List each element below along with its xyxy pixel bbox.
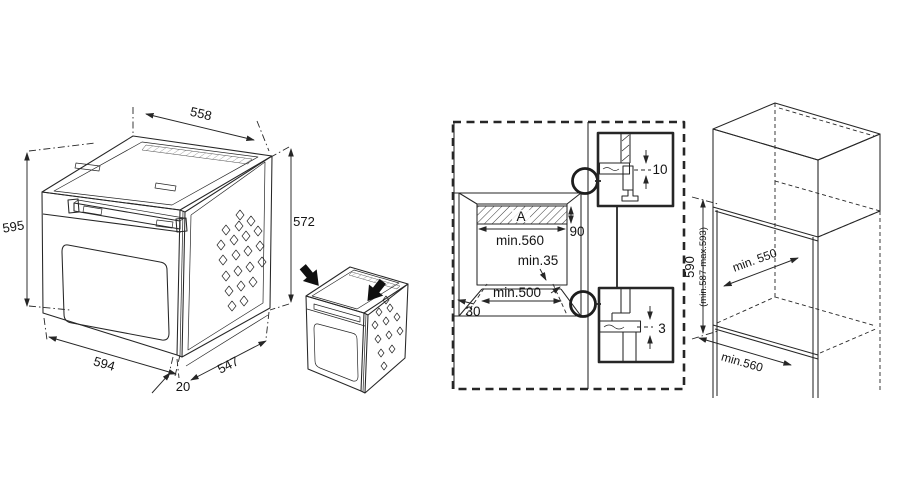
callout-top-gap-detail: 10 — [571, 131, 675, 208]
dim-label-front-height: 595 — [1, 217, 25, 235]
dim-label-opening-width: min.560 — [496, 233, 544, 248]
vent-area-label: A — [516, 209, 525, 224]
dim-label-niche-height: 590 — [682, 256, 697, 278]
small-oven-body — [305, 266, 409, 394]
dim-label-top-width: 558 — [189, 104, 214, 123]
dimension-bottom-width: 594 — [43, 317, 180, 379]
cutout-niche: A — [458, 192, 582, 317]
oven-isometric-drawing: 558 595 572 594 547 — [1, 104, 314, 394]
dimension-vent-depth: 90 — [568, 206, 585, 239]
oven-airflow-drawing — [299, 264, 409, 394]
dim-label-rear-clearance: min.35 — [518, 253, 559, 268]
dim-label-body-height: 572 — [293, 214, 315, 229]
dimension-front-height: 595 — [1, 142, 96, 311]
dim-label-bottom-gap: 3 — [658, 321, 666, 336]
cabinet-niche-drawing: 590 (min.587-max.593) min. 550 min.560 — [682, 102, 881, 398]
dimension-niche-depth: min. 550 — [723, 246, 799, 287]
callout-bottom-gap-detail: 3 — [569, 286, 675, 364]
top-vent-grille — [141, 144, 253, 165]
dim-label-top-gap: 10 — [652, 162, 667, 177]
dimension-opening-width: min.560 — [478, 226, 566, 248]
oven-handle — [67, 198, 188, 233]
oven-door-window — [61, 244, 170, 341]
dim-label-door-overhang: 20 — [176, 379, 190, 394]
dimension-corner-chamfer: 30 — [457, 299, 481, 319]
dimension-door-overhang: 20 — [151, 354, 190, 394]
dimension-body-height: 572 — [269, 146, 315, 311]
dim-label-niche-width: min.560 — [720, 350, 765, 375]
oven-body — [41, 135, 273, 367]
small-oven-door-window — [313, 323, 359, 382]
dim-label-bottom-width: 594 — [92, 353, 117, 373]
airflow-arrow-icon — [299, 264, 319, 286]
dimension-niche-height: 590 (min.587-max.593) — [682, 196, 719, 340]
dimension-top-width: 558 — [132, 104, 270, 152]
small-oven-top-grille — [348, 271, 401, 290]
dim-label-vent-depth: 90 — [569, 224, 584, 239]
airflow-arrow-icon — [367, 278, 387, 302]
callout-circle — [569, 290, 597, 318]
dimension-rear-clearance: min.35 — [518, 253, 561, 294]
cutout-dashed-border — [451, 120, 686, 391]
dim-label-corner-chamfer: 30 — [465, 304, 480, 319]
cabinet-structure — [712, 102, 881, 398]
dim-label-base-width: min.500 — [493, 285, 541, 300]
dimension-base-width: min.500 — [481, 285, 562, 304]
dim-label-niche-height-range: (min.587-max.593) — [698, 227, 709, 307]
dim-label-niche-depth: min. 550 — [731, 246, 779, 275]
callout-circle — [571, 167, 599, 195]
dim-label-side-depth: 547 — [215, 353, 241, 376]
installation-cutout-drawing: A 90 min.560 min.35 min.500 30 — [451, 120, 686, 391]
oven-top-vents — [53, 141, 259, 206]
oven-side-vents — [187, 161, 267, 351]
